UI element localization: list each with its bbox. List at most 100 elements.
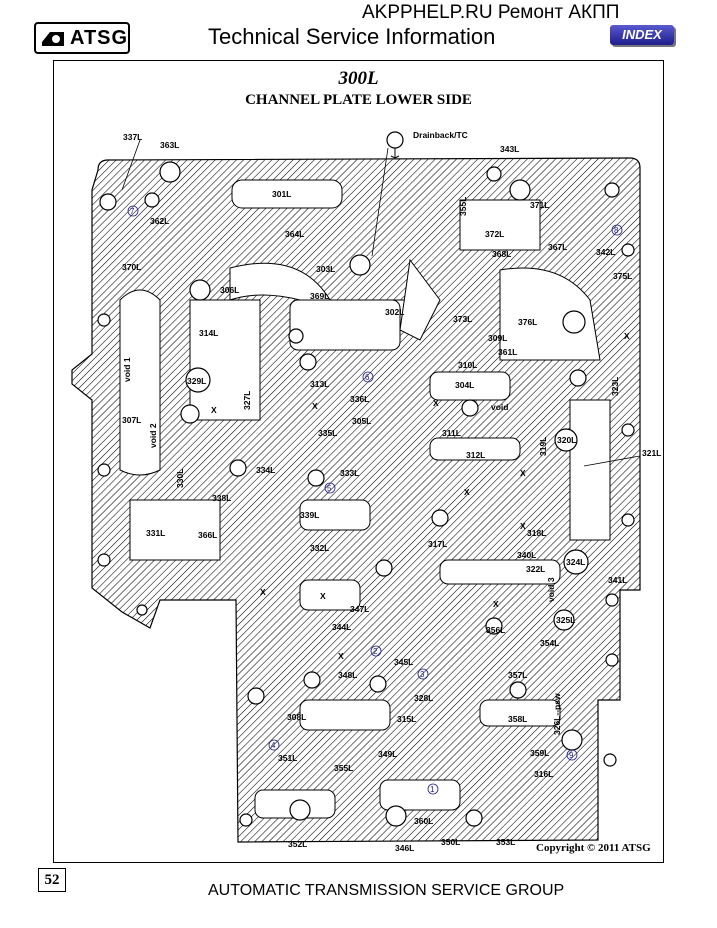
channel-label: 308L	[287, 712, 306, 722]
channel-label: 342L	[596, 247, 615, 257]
leader-337l	[121, 139, 141, 191]
site-banner: AKPPHELP.RU Ремонт АКПП	[362, 2, 620, 23]
channel-label: 338L	[212, 493, 231, 503]
atsg-logo: ATSG	[34, 22, 130, 54]
channel-label: void 1	[122, 357, 132, 382]
channel-label: 347L	[350, 604, 369, 614]
channel-label: 350L	[441, 837, 460, 847]
channel-label: 302L	[385, 307, 404, 317]
circled-number: 3	[420, 670, 425, 679]
circled-number: 8	[614, 226, 619, 235]
circled-numbers: 7 6 5 2 3 4 1 8 9	[127, 205, 623, 795]
x-mark: X	[320, 591, 326, 601]
channel-label: 361L	[498, 347, 517, 357]
channel-label: 357L	[508, 670, 527, 680]
circled-number: 1	[430, 785, 435, 794]
channel-label: 339L	[300, 510, 319, 520]
drainback-leader	[371, 147, 389, 257]
channel-label: 358L	[508, 714, 527, 724]
channel-label: 322L	[526, 564, 545, 574]
channel-label: 363L	[160, 140, 179, 150]
channel-label: 371L	[530, 200, 549, 210]
channel-label: 341L	[608, 575, 627, 585]
circled-number: 5	[327, 484, 332, 493]
channel-label: void	[491, 402, 508, 412]
x-mark: X	[260, 587, 266, 597]
channel-label: 303L	[316, 264, 335, 274]
header-subtitle: Technical Service Information	[208, 24, 496, 49]
x-mark: X	[338, 651, 344, 661]
x-mark: X	[520, 468, 526, 478]
channel-label: 373L	[453, 314, 472, 324]
channel-label: 306L	[220, 285, 239, 295]
channel-label: 356L	[486, 625, 505, 635]
channel-label: 318L	[527, 528, 546, 538]
diagram-title: 300L	[338, 68, 379, 89]
channel-label: 348L	[338, 670, 357, 680]
channel-label: 320L	[557, 435, 576, 445]
channel-label: 327L	[242, 391, 252, 410]
channel-label: 332L	[310, 543, 329, 553]
channel-label: 343L	[500, 144, 519, 154]
channel-label: 370L	[122, 262, 141, 272]
circled-number: 9	[569, 751, 574, 760]
gear-icon	[42, 32, 64, 46]
channel-label: void 3	[546, 577, 556, 602]
channel-label: 333L	[340, 468, 359, 478]
channel-label: 352L	[288, 839, 307, 849]
drainback-label: Drainback/TC	[413, 130, 468, 140]
x-mark: X	[520, 521, 526, 531]
channel-label: 304L	[455, 380, 474, 390]
channel-label: 309L	[488, 333, 507, 343]
circled-number: 4	[271, 741, 276, 750]
channel-label: 314L	[199, 328, 218, 338]
channel-label: 315L	[397, 714, 416, 724]
channel-label: 311L	[442, 428, 461, 438]
channel-label: 326L--psw	[552, 693, 562, 735]
channel-label: 305L	[352, 416, 371, 426]
channel-label: 359L	[530, 748, 549, 758]
x-mark: X	[493, 599, 499, 609]
channel-label: 324L	[566, 557, 585, 567]
channel-label: 355L	[458, 197, 468, 216]
channel-label: 317L	[428, 539, 447, 549]
leader-321l	[583, 455, 641, 467]
channel-label: 325L	[556, 615, 575, 625]
channel-label: 366L	[198, 530, 217, 540]
channel-label: 323L	[610, 377, 620, 396]
channel-label: 345L	[394, 657, 413, 667]
channel-label: 334L	[256, 465, 275, 475]
channel-label: 312L	[466, 450, 485, 460]
channel-label: 346L	[395, 843, 414, 853]
page-number: 52	[38, 868, 66, 892]
channel-label: 353L	[496, 837, 515, 847]
x-mark: X	[624, 331, 630, 341]
channel-label: 362L	[150, 216, 169, 226]
channel-label: 331L	[146, 528, 165, 538]
footer-company: AUTOMATIC TRANSMISSION SERVICE GROUP	[208, 882, 565, 899]
index-button[interactable]: INDEX	[610, 25, 674, 45]
channel-label: 329L	[187, 376, 206, 386]
x-mark: X	[464, 487, 470, 497]
diagram-subtitle: CHANNEL PLATE LOWER SIDE	[245, 92, 472, 108]
channel-label: 354L	[540, 638, 559, 648]
channel-label: 301L	[272, 189, 291, 199]
circled-number: 2	[373, 647, 378, 656]
channel-label: 355L	[334, 763, 353, 773]
x-mark: X	[433, 398, 439, 408]
channel-label: 367L	[548, 242, 567, 252]
copyright-note: Copyright © 2011 ATSG	[536, 842, 651, 854]
channel-label: 349L	[378, 749, 397, 759]
diagram-frame	[53, 60, 664, 863]
channel-label: 313L	[310, 379, 329, 389]
channel-label: 319L	[538, 437, 548, 456]
logo-text: ATSG	[70, 27, 129, 49]
channel-label: 376L	[518, 317, 537, 327]
channel-label: 335L	[318, 428, 337, 438]
channel-label: 340L	[517, 550, 536, 560]
x-mark: X	[312, 401, 318, 411]
channel-label: void 2	[148, 423, 158, 448]
channel-label: 328L	[414, 693, 433, 703]
channel-label: 336L	[350, 394, 369, 404]
